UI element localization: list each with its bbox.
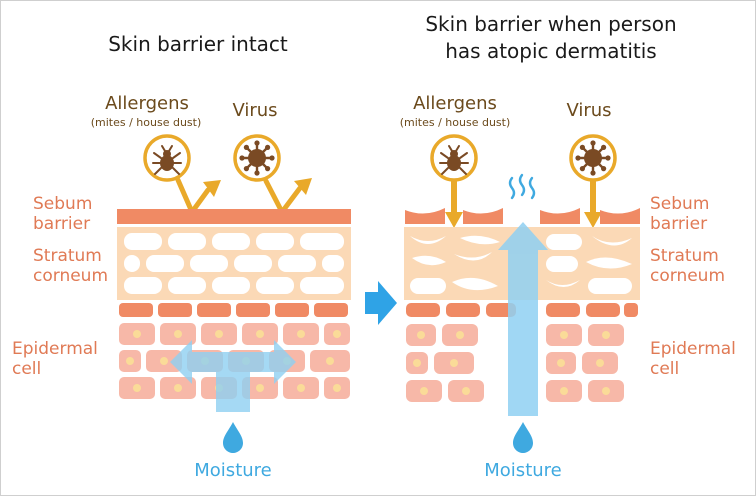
left-sebum-label-2: barrier [33, 214, 91, 234]
right-sebum-layer [405, 208, 640, 224]
left-virus-icon [233, 134, 281, 182]
left-sebum-layer [117, 209, 351, 224]
right-moisture-drop-icon [513, 422, 533, 453]
right-epidermal-cells [406, 324, 624, 402]
left-moisture-drop-icon [223, 422, 243, 453]
left-virus-label: Virus [232, 100, 278, 121]
left-allergens-note: (mites / house dust) [90, 116, 202, 129]
right-epidermal-label-2: cell [650, 359, 680, 379]
right-virus-penetrate-arrow [590, 181, 596, 213]
right-allergens-note: (mites / house dust) [399, 116, 511, 129]
left-allergens-label: Allergens [105, 93, 189, 114]
right-allergen-arrowhead [445, 212, 463, 228]
right-stratum-label-2: corneum [650, 266, 726, 286]
left-granular-cells [119, 303, 348, 317]
left-stratum-label-1: Stratum [33, 246, 102, 266]
left-virus-arrowhead [294, 178, 312, 195]
right-stratum-cells [410, 234, 632, 294]
right-allergen-penetrate-arrow [451, 181, 457, 213]
right-panel-diagram [404, 134, 640, 453]
right-moisture-escape-arrow [498, 222, 548, 416]
left-virus-deflect-arrow [263, 178, 303, 215]
left-panel-title: Skin barrier intact [108, 32, 288, 56]
right-allergen-icon [430, 134, 478, 182]
left-allergen-icon [143, 134, 191, 182]
left-allergen-deflect-arrow [175, 177, 211, 215]
left-epidermal-label-1: Epidermal [12, 339, 98, 359]
left-panel-diagram [117, 134, 351, 453]
right-panel-title-line2: has atopic dermatitis [445, 39, 657, 63]
left-stratum-cells [124, 233, 344, 294]
right-virus-icon [569, 134, 617, 182]
right-panel-title-line1: Skin barrier when person [425, 12, 677, 36]
left-moisture-retained-arrows [170, 340, 296, 412]
right-epidermal-label-1: Epidermal [650, 339, 736, 359]
right-sebum-label-1: Sebum [650, 194, 710, 214]
right-virus-label: Virus [566, 100, 612, 121]
left-allergen-arrowhead [203, 180, 221, 197]
right-moisture-label: Moisture [484, 460, 562, 481]
right-granular-cells [406, 303, 638, 317]
transition-arrow [365, 281, 397, 325]
left-stratum-label-2: corneum [33, 266, 109, 286]
right-sebum-label-2: barrier [650, 214, 708, 234]
right-stratum-label-1: Stratum [650, 246, 719, 266]
moisture-evaporation-icon [508, 173, 536, 200]
left-epidermal-label-2: cell [12, 359, 42, 379]
right-allergens-label: Allergens [413, 93, 497, 114]
left-sebum-label-1: Sebum [33, 194, 93, 214]
right-virus-arrowhead [584, 212, 602, 228]
left-moisture-label: Moisture [194, 460, 272, 481]
